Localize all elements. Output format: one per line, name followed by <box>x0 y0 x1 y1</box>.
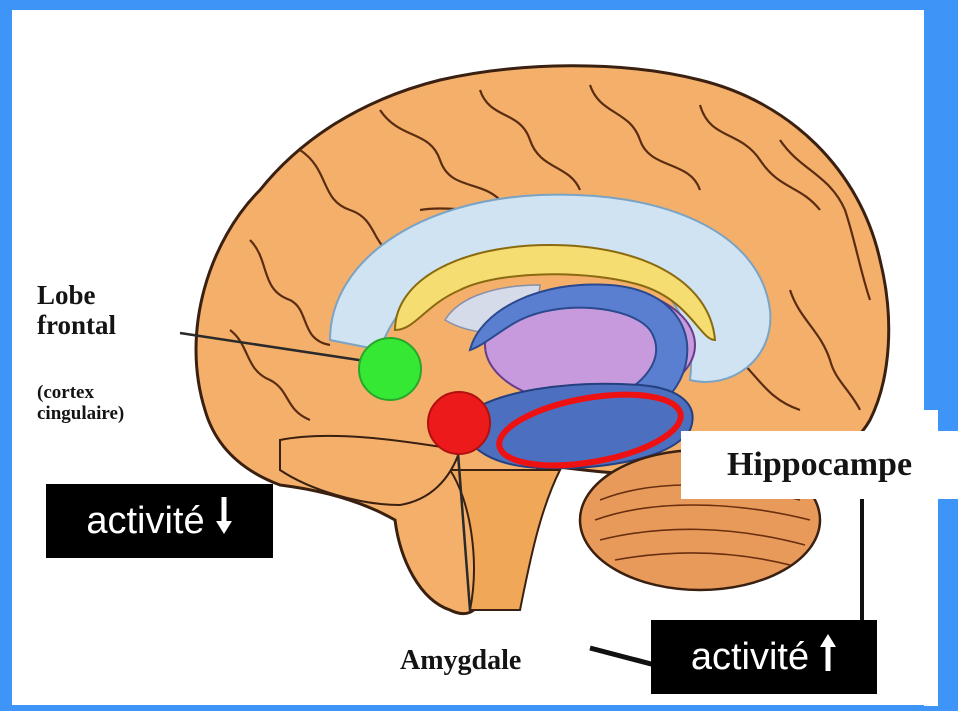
amygdale-label: Amygdale <box>400 645 521 676</box>
hippocampe-text: Hippocampe <box>727 446 912 484</box>
activity-left-text: activité <box>86 500 204 543</box>
activity-box-right: activité <box>651 620 877 694</box>
lobe-frontal-label: Lobe frontal <box>37 280 116 340</box>
lobe-frontal-line2: frontal <box>37 310 116 340</box>
hippocampe-label: Hippocampe <box>681 431 958 499</box>
cortex-cingulaire-line2: cingulaire) <box>37 403 124 424</box>
arrow-down-icon <box>215 497 233 545</box>
cortex-cingulaire-line1: (cortex <box>37 382 124 403</box>
arrow-up-icon <box>819 633 837 681</box>
activity-right-text: activité <box>691 636 809 679</box>
cortex-cingulaire-label: (cortex cingulaire) <box>37 382 124 425</box>
amygdale-box-connector <box>590 648 655 665</box>
activity-box-left: activité <box>46 484 273 558</box>
frontal-marker <box>359 338 421 400</box>
amygdala-marker <box>428 392 490 454</box>
lobe-frontal-line1: Lobe <box>37 280 116 310</box>
